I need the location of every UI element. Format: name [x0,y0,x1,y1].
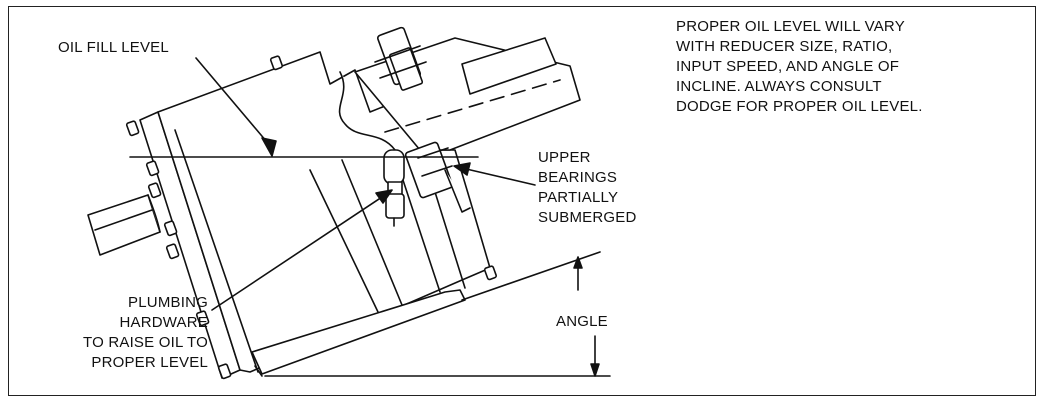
label-line: HARDWARE [119,314,208,331]
upper-bearings-leader [461,167,536,186]
input-shaft [87,194,161,256]
plumbing-hardware [383,149,405,227]
note-line: PROPER OIL LEVEL WILL VARY [676,18,905,35]
note-line: DODGE FOR PROPER OIL LEVEL. [676,98,923,115]
label-line: TO RAISE OIL TO [83,334,208,351]
upper-bearings-arrowhead [453,162,471,176]
angle-dimension [264,251,611,377]
oil-fill-level-label: OIL FILL LEVEL [58,39,169,56]
housing-bolts [125,55,497,380]
label-line: PARTIALLY [538,189,619,206]
plumbing-arrowhead [375,189,393,204]
label-line: PLUMBING [128,294,208,311]
plumbing-leader [211,194,386,311]
oil-fill-leader [195,57,273,149]
angle-label: ANGLE [556,313,608,330]
label-line: SUBMERGED [538,209,637,226]
note-line: INCLINE. ALWAYS CONSULT [676,78,882,95]
upper-bearings-label: UPPER BEARINGS PARTIALLY SUBMERGED [538,148,636,228]
label-line: BEARINGS [538,169,618,186]
label-line: PROPER LEVEL [91,354,208,371]
oil-fill-arrowhead [261,137,277,157]
output-shaft [338,37,581,151]
diagram-border [8,6,1036,396]
oil-level-note: PROPER OIL LEVEL WILL VARY WITH REDUCER … [676,17,1006,117]
plumbing-hardware-label: PLUMBING HARDWARE TO RAISE OIL TO PROPER… [56,293,208,373]
label-line: UPPER [538,149,591,166]
note-line: WITH REDUCER SIZE, RATIO, [676,38,893,55]
note-line: INPUT SPEED, AND ANGLE OF [676,58,900,75]
